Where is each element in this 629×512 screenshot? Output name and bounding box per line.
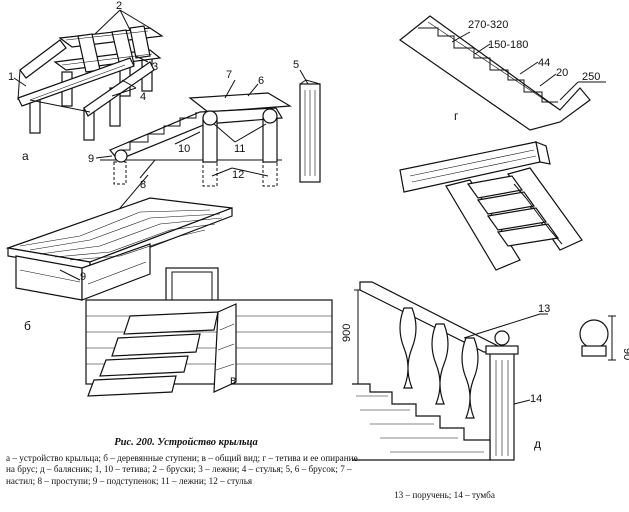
stringer <box>83 61 155 117</box>
porch-frame-isometric <box>13 9 164 141</box>
label-10: 10 <box>178 143 190 155</box>
wooden-step <box>5 197 233 301</box>
baluster <box>461 337 479 419</box>
label-5: 5 <box>293 59 299 71</box>
label-13: 13 <box>538 303 550 315</box>
dimension-tread-width: 270-320 <box>468 19 508 31</box>
handrail-section-base <box>581 345 607 357</box>
label-14: 14 <box>530 393 542 405</box>
log-end <box>114 149 128 163</box>
label-9-b: 9 <box>80 271 86 283</box>
figure-caption: Рис. 200. Устройство крыльца а – устройс… <box>6 437 366 487</box>
tread <box>496 223 560 247</box>
step <box>111 333 201 357</box>
cross-bar <box>129 25 151 59</box>
caption-title: Рис. 200. Устройство крыльца <box>114 437 258 448</box>
log-end <box>202 110 218 126</box>
label-4: 4 <box>140 91 146 103</box>
dimension-riser-height: 150-180 <box>488 39 528 51</box>
newel-ball <box>494 330 510 346</box>
step <box>99 355 189 377</box>
panel-label-b: б <box>24 319 31 333</box>
label-12: 12 <box>232 169 244 181</box>
stair-on-beam <box>399 141 583 271</box>
stair-steps <box>120 112 197 151</box>
dimension-250: 250 <box>582 71 600 83</box>
deck-board <box>188 92 292 113</box>
label-8: 8 <box>140 179 146 191</box>
dimension-44: 44 <box>538 57 550 69</box>
label-7: 7 <box>226 69 232 81</box>
stringer-left <box>445 179 521 271</box>
caption-right-legend: 13 – поручень; 14 – тумба <box>394 490 495 500</box>
label-3: 3 <box>152 61 158 73</box>
step <box>87 375 177 397</box>
riser-board <box>81 243 151 301</box>
panel-label-d: д <box>534 437 541 451</box>
tread <box>476 191 536 215</box>
side-wall <box>213 303 237 393</box>
label-6: 6 <box>258 75 264 87</box>
label-11: 11 <box>234 143 245 155</box>
support-beam-end <box>535 141 551 165</box>
panel-label-v: в <box>230 373 236 387</box>
label-9-a: 9 <box>88 153 94 165</box>
handrail <box>359 281 499 353</box>
caption-text: а – устройство крыльца; б – деревянные с… <box>6 452 358 486</box>
label-2: 2 <box>116 0 122 12</box>
porch-side-elevation <box>95 79 292 221</box>
newel-cap <box>485 345 519 355</box>
beam-section <box>299 69 321 183</box>
stringer-detail <box>398 15 606 131</box>
porch-general-view <box>85 267 333 397</box>
panel-label-a: а <box>22 149 29 163</box>
log-end <box>262 108 278 124</box>
handrail-section <box>579 319 609 349</box>
landing <box>123 311 219 335</box>
tread <box>466 175 524 199</box>
panel-label-g: г <box>454 109 459 123</box>
dimension-90: 90 <box>621 348 629 360</box>
dimension-20: 20 <box>556 67 568 79</box>
baluster <box>399 307 417 389</box>
stair-flight <box>352 383 491 461</box>
stringer <box>19 39 67 79</box>
dimension-900: 900 <box>341 324 353 342</box>
baluster-railing <box>352 281 616 461</box>
baluster <box>431 323 449 405</box>
label-1: 1 <box>8 71 14 83</box>
tread <box>486 207 548 231</box>
